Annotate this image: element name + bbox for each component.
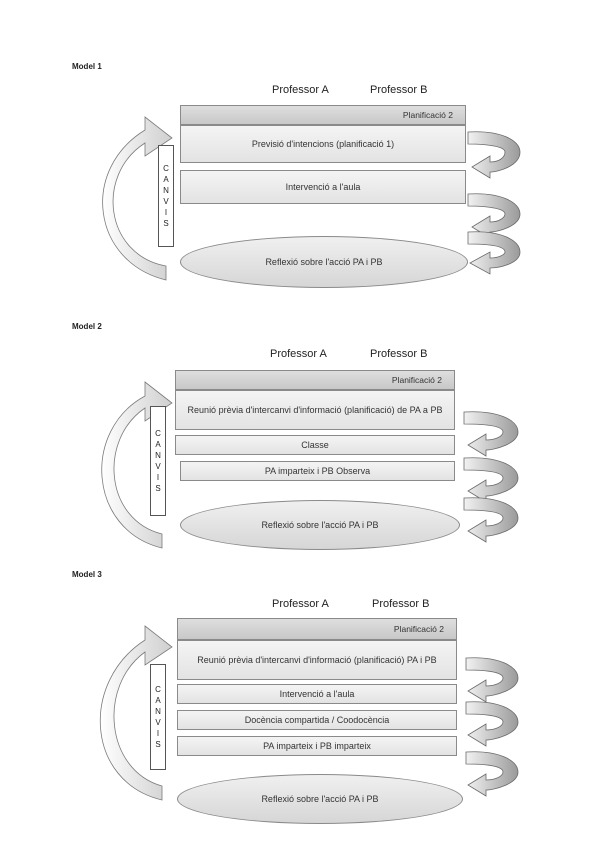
model-3-label: Model 3 xyxy=(72,570,102,579)
canvis-letter: A xyxy=(155,440,161,449)
canvis-letter: A xyxy=(155,696,161,705)
down-arrow-model-2-b xyxy=(463,457,519,503)
reflection-ellipse: Reflexió sobre l'acció PA i PB xyxy=(180,236,468,288)
canvis-letter: A xyxy=(163,175,169,184)
canvis-box: C A N V I S xyxy=(150,406,166,516)
feedback-arrow-model-3 xyxy=(99,625,173,801)
down-arrow-model-1-a xyxy=(467,131,521,179)
canvis-letter: S xyxy=(163,219,169,228)
professor-a-label: Professor A xyxy=(272,598,329,610)
canvis-letter: I xyxy=(164,208,168,217)
professor-b-label: Professor B xyxy=(372,598,430,610)
canvis-letter: C xyxy=(155,685,161,694)
feedback-arrow-model-2 xyxy=(101,381,173,549)
professor-b-label: Professor B xyxy=(370,84,428,96)
model-1-label: Model 1 xyxy=(72,62,102,71)
canvis-box: C A N V I S xyxy=(150,664,166,770)
planning-bar: Planificació 2 xyxy=(175,370,455,390)
step-intervention: Intervenció a l'aula xyxy=(177,684,457,704)
planning-bar: Planificació 2 xyxy=(180,105,466,125)
canvis-letter: N xyxy=(155,707,161,716)
canvis-letter: I xyxy=(156,473,160,482)
down-arrow-model-2-c xyxy=(463,497,519,543)
professor-a-label: Professor A xyxy=(272,84,329,96)
canvis-letter: I xyxy=(156,729,160,738)
professor-b-label: Professor B xyxy=(370,348,428,360)
canvis-letter: N xyxy=(155,451,161,460)
down-arrow-model-3-b xyxy=(465,701,519,747)
canvis-letter: V xyxy=(155,718,161,727)
canvis-letter: V xyxy=(155,462,161,471)
reflection-ellipse: Reflexió sobre l'acció PA i PB xyxy=(177,774,463,824)
professor-a-label: Professor A xyxy=(270,348,327,360)
down-arrow-model-1-b xyxy=(467,193,521,239)
step-intentions: Previsió d'intencions (planificació 1) xyxy=(180,125,466,163)
feedback-arrow-model-1 xyxy=(102,116,173,281)
down-arrow-model-2-a xyxy=(463,411,519,457)
step-pa-teaches-pb-observes: PA imparteix i PB Observa xyxy=(180,461,455,481)
down-arrow-model-3-a xyxy=(465,657,519,703)
canvis-letter: C xyxy=(155,429,161,438)
planning-bar: Planificació 2 xyxy=(177,618,457,640)
canvis-letter: N xyxy=(163,186,169,195)
model-2-label: Model 2 xyxy=(72,322,102,331)
step-pa-and-pb-teach: PA imparteix i PB imparteix xyxy=(177,736,457,756)
reflection-ellipse: Reflexió sobre l'acció PA i PB xyxy=(180,500,460,550)
step-class: Classe xyxy=(175,435,455,455)
canvis-letter: S xyxy=(155,484,161,493)
step-prior-meeting: Reunió prèvia d'intercanvi d'informació … xyxy=(175,390,455,430)
down-arrow-model-1-c xyxy=(467,231,521,275)
step-co-teaching: Docència compartida / Coodocència xyxy=(177,710,457,730)
canvis-letter: S xyxy=(155,740,161,749)
down-arrow-model-3-c xyxy=(465,751,519,797)
step-prior-meeting: Reunió prèvia d'intercanvi d'informació … xyxy=(177,640,457,680)
canvis-letter: V xyxy=(163,197,169,206)
canvis-box: C A N V I S xyxy=(158,145,174,247)
step-intervention: Intervenció a l'aula xyxy=(180,170,466,204)
canvis-letter: C xyxy=(163,164,169,173)
